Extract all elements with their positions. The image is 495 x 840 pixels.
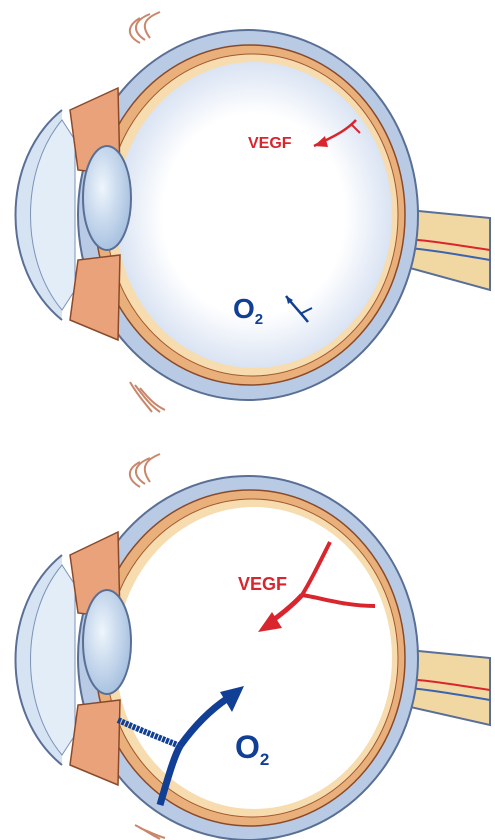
eyelid-lashes-upper [130, 454, 160, 487]
lens [83, 146, 131, 250]
vegf-label-bottom: VEGF [238, 574, 287, 594]
lens [83, 590, 131, 694]
vegf-label-top: VEGF [248, 135, 292, 152]
eye-cross-section-top: VEGF O2 [0, 0, 495, 420]
ciliary-body-lower [70, 700, 120, 785]
ciliary-body-lower [70, 255, 120, 340]
eyelid-lashes-lower [130, 382, 165, 412]
eyelid-lashes-upper [130, 12, 160, 43]
eye-cross-section-bottom: VEGF O2 [0, 420, 495, 840]
eyelid-lashes-lower [135, 825, 165, 839]
